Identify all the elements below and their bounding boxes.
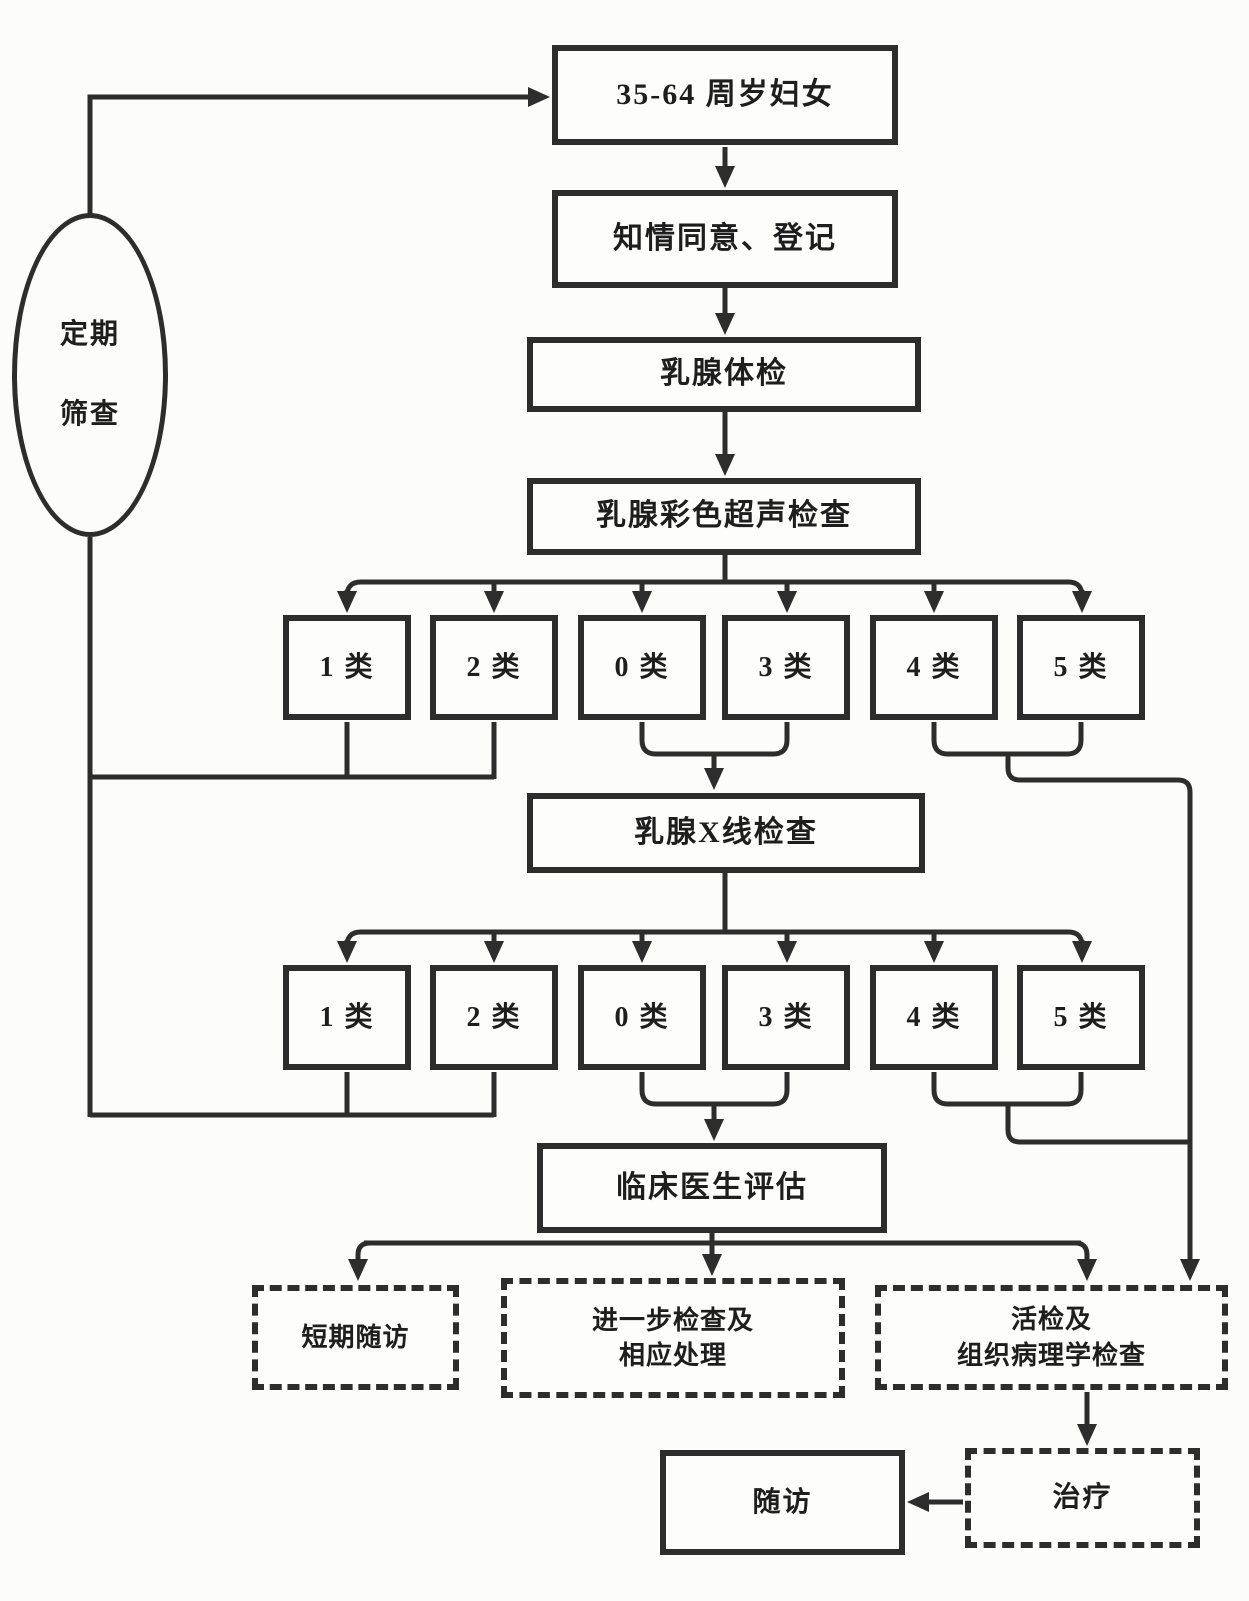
category-box-row1-2: 2 类 — [430, 615, 558, 720]
category-box-row2-3: 3 类 — [722, 965, 850, 1070]
category-box-row2-5: 5 类 — [1017, 965, 1145, 1070]
category-label: 1 类 — [319, 651, 375, 683]
category-box-row2-1: 1 类 — [283, 965, 411, 1070]
loop-label-line1: 定期 — [59, 319, 120, 351]
category-box-row2-2: 2 类 — [430, 965, 558, 1070]
flow-node-short-term-followup: 短期随访 — [252, 1285, 459, 1390]
age-group-label: 35-64 周岁妇女 — [616, 77, 834, 111]
flow-node-clinician-evaluation: 临床医生评估 — [537, 1143, 887, 1233]
category-box-row1-3: 3 类 — [722, 615, 850, 720]
biopsy-label-line2: 组织病理学检查 — [956, 1340, 1146, 1370]
flow-node-breast-exam: 乳腺体检 — [527, 337, 921, 412]
category-box-row2-0: 0 类 — [578, 965, 706, 1070]
flow-node-followup: 随访 — [660, 1450, 905, 1555]
flow-node-consent-registration: 知情同意、登记 — [552, 190, 898, 288]
ultrasound-label: 乳腺彩色超声检查 — [596, 499, 852, 533]
category-box-row1-0: 0 类 — [578, 615, 706, 720]
biopsy-label-line1: 活检及 — [1010, 1305, 1092, 1335]
category-box-row1-4: 4 类 — [870, 615, 998, 720]
category-box-row1-1: 1 类 — [283, 615, 411, 720]
category-label: 4 类 — [906, 1001, 962, 1033]
category-label: 4 类 — [906, 651, 962, 683]
followup-label: 随访 — [752, 1486, 813, 1518]
category-label: 0 类 — [614, 1001, 670, 1033]
xray-label: 乳腺X线检查 — [634, 815, 818, 849]
flow-node-xray: 乳腺X线检查 — [527, 793, 925, 873]
flow-node-further-examination: 进一步检查及 相应处理 — [501, 1278, 845, 1398]
category-label: 2 类 — [466, 1001, 522, 1033]
category-label: 3 类 — [758, 1001, 814, 1033]
flow-node-treatment: 治疗 — [965, 1448, 1200, 1548]
loop-label-line2: 筛查 — [59, 399, 120, 430]
category-label: 1 类 — [319, 1001, 375, 1033]
treatment-label: 治疗 — [1052, 1482, 1113, 1514]
further-exam-label-line1: 进一步检查及 — [591, 1305, 754, 1335]
further-exam-label-line2: 相应处理 — [618, 1341, 727, 1370]
category-label: 0 类 — [614, 651, 670, 683]
category-box-row1-5: 5 类 — [1017, 615, 1145, 720]
flow-node-ultrasound: 乳腺彩色超声检查 — [527, 478, 921, 555]
category-box-row2-4: 4 类 — [870, 965, 998, 1070]
category-label: 5 类 — [1053, 651, 1109, 683]
category-label: 5 类 — [1053, 1001, 1109, 1033]
flow-node-biopsy-histopathology: 活检及 组织病理学检查 — [875, 1285, 1228, 1390]
loop-node-periodic-screening: 定期 筛查 — [12, 213, 168, 537]
evaluation-label: 临床医生评估 — [616, 1170, 808, 1204]
short-followup-label: 短期随访 — [301, 1322, 410, 1352]
consent-label: 知情同意、登记 — [613, 221, 837, 255]
category-label: 3 类 — [758, 651, 814, 683]
breast-exam-label: 乳腺体检 — [660, 357, 788, 391]
category-label: 2 类 — [466, 651, 522, 683]
flow-node-age-group: 35-64 周岁妇女 — [552, 45, 898, 145]
